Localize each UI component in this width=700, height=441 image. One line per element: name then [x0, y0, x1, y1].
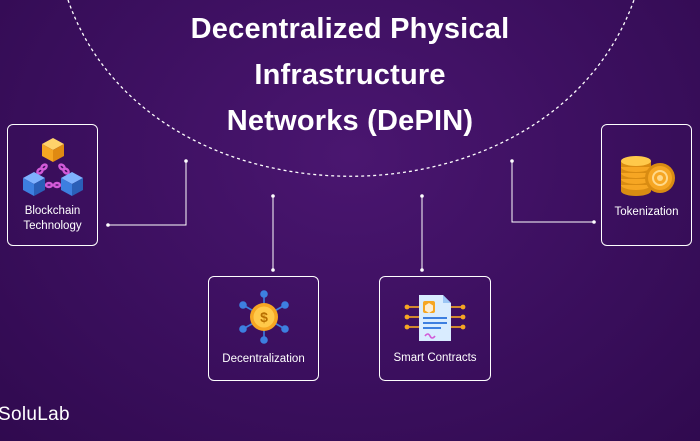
connector-dot: [271, 194, 275, 198]
decentralized-coin-network-icon: $: [236, 290, 292, 344]
title-line-3: Networks (DePIN): [226, 105, 474, 137]
dashed-arc: [67, 0, 635, 177]
card-decentralization: $ Decentralization: [208, 276, 319, 381]
coin-stack-icon: [616, 151, 678, 197]
connector-dot: [420, 194, 424, 198]
title-line-1: Decentralized Physical: [190, 13, 510, 45]
brand-logo-text: SoluLab: [0, 404, 70, 425]
card-blockchain-technology: Blockchain Technology: [7, 124, 98, 246]
card-label-smart-contracts: Smart Contracts: [393, 352, 477, 364]
connector-dot: [106, 223, 110, 227]
blockchain-cubes-icon: [20, 136, 86, 196]
connector-dot: [510, 159, 514, 163]
smart-contract-document-icon: [403, 291, 467, 343]
connector-tokenization: [511, 161, 594, 223]
connector-blockchain: [108, 161, 187, 226]
card-tokenization: Tokenization: [601, 124, 692, 246]
card-label-decentralization: Decentralization: [222, 353, 305, 365]
connector-dot: [592, 220, 596, 224]
connector-dot: [271, 268, 275, 272]
card-label-blockchain: Blockchain Technology: [23, 205, 82, 232]
card-label-tokenization: Tokenization: [614, 205, 679, 218]
title-line-2: Infrastructure: [254, 59, 446, 91]
card-smart-contracts: Smart Contracts: [379, 276, 491, 381]
connector-dot: [184, 159, 188, 163]
svg-text:$: $: [260, 309, 268, 325]
connector-dot: [420, 268, 424, 272]
